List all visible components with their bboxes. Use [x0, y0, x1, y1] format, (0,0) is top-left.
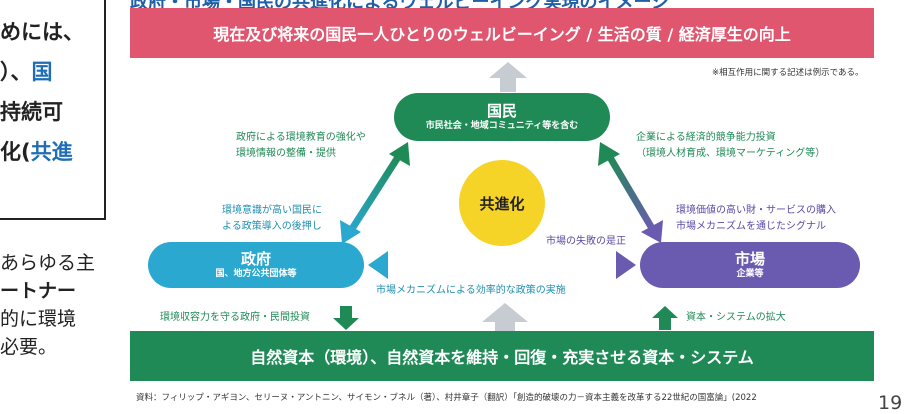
- right-diagonal-arrow: [598, 142, 663, 243]
- left-box-line-4: 化(共進: [0, 136, 104, 166]
- label-market-to-people-1: 企業による経済的競争能力投資: [636, 132, 776, 143]
- label-bottom-left: 環境収容力を守る政府・民間投資: [160, 312, 310, 323]
- label-market-failure: 市場の失敗の是正: [546, 236, 626, 247]
- label-market-mechanism: 市場メカニズムによる効率的な政策の実施: [376, 285, 566, 296]
- left-box-line-2: ）、国: [0, 56, 104, 86]
- green-down-arrow: [333, 306, 359, 330]
- left-box-line-4-text: 化(: [0, 140, 31, 164]
- label-market-to-people-2: （環境人材育成、環境マーケティング等）: [636, 148, 826, 159]
- node-shijo-title: 市場: [734, 249, 765, 268]
- left-box-line-2-text: ）、: [0, 60, 32, 84]
- left-box-line-1-text: めには、: [0, 20, 84, 44]
- left-box-line-3: 持続可: [0, 96, 104, 126]
- left-text-box: めには、 ）、国 持続可 化(共進: [0, 0, 106, 220]
- label-people-to-market-2: 市場メカニズムを通じたシグナル: [676, 221, 826, 232]
- node-seifu-sub: 国、地方公共団体等: [215, 268, 297, 279]
- node-seifu-title: 政府: [240, 249, 271, 268]
- source-note: 資料：フィリップ・アギヨン、セリーヌ・アントニン、サイモン・ブネル（著）、村井章…: [136, 393, 757, 403]
- left-body-line-2: ートナー: [0, 280, 77, 302]
- node-seifu: 政府 国、地方公共団体等: [148, 242, 364, 288]
- label-gov-to-people-2: 環境情報の整備・提供: [236, 148, 336, 159]
- node-kokumin-title: 国民: [486, 101, 517, 120]
- label-people-to-gov-1: 環境意識が高い国民に: [222, 205, 322, 216]
- label-people-to-market-1: 環境価値の高い財・サービスの購入: [676, 205, 836, 216]
- left-body-line-3: 的に環境: [0, 308, 77, 330]
- left-box-line-1: めには、: [0, 16, 104, 46]
- node-kokumin: 国民 市民社会・地域コミュニティ等を含む: [394, 93, 610, 141]
- top-banner: 現在及び将来の国民一人ひとりのウェルビーイング / 生活の質 / 経済厚生の向上: [130, 8, 874, 58]
- left-box-line-2-blue: 国: [31, 60, 53, 84]
- gray-up-arrow-bottom: [482, 303, 528, 331]
- gray-up-arrow-top: [489, 62, 527, 92]
- left-body-line-1: あらゆる主: [0, 252, 96, 274]
- page-number: 19: [878, 392, 903, 414]
- label-bottom-right: 資本・システムの拡大: [686, 312, 786, 323]
- label-gov-to-people-1: 政府による環境教育の強化や: [236, 132, 366, 143]
- green-up-arrow: [652, 306, 678, 330]
- node-shijo-sub: 企業等: [736, 268, 764, 279]
- node-shijo: 市場 企業等: [640, 242, 860, 288]
- left-diagonal-arrow: [340, 142, 410, 244]
- left-box-line-4-blue: 共進: [30, 140, 73, 164]
- label-people-to-gov-2: よる政策導入の後押し: [222, 221, 322, 232]
- left-body-line-4: 必要。: [0, 336, 58, 358]
- example-note: ※相互作用に関する記述は例示である。: [712, 68, 864, 78]
- node-kokumin-sub: 市民社会・地域コミュニティ等を含む: [425, 120, 579, 131]
- left-box-line-3-text: 持続可: [0, 100, 63, 124]
- horizontal-arrow: [368, 251, 636, 279]
- center-circle: 共進化: [459, 160, 545, 246]
- bottom-banner: 自然資本（環境）、自然資本を維持・回復・充実させる資本・システム: [130, 331, 874, 381]
